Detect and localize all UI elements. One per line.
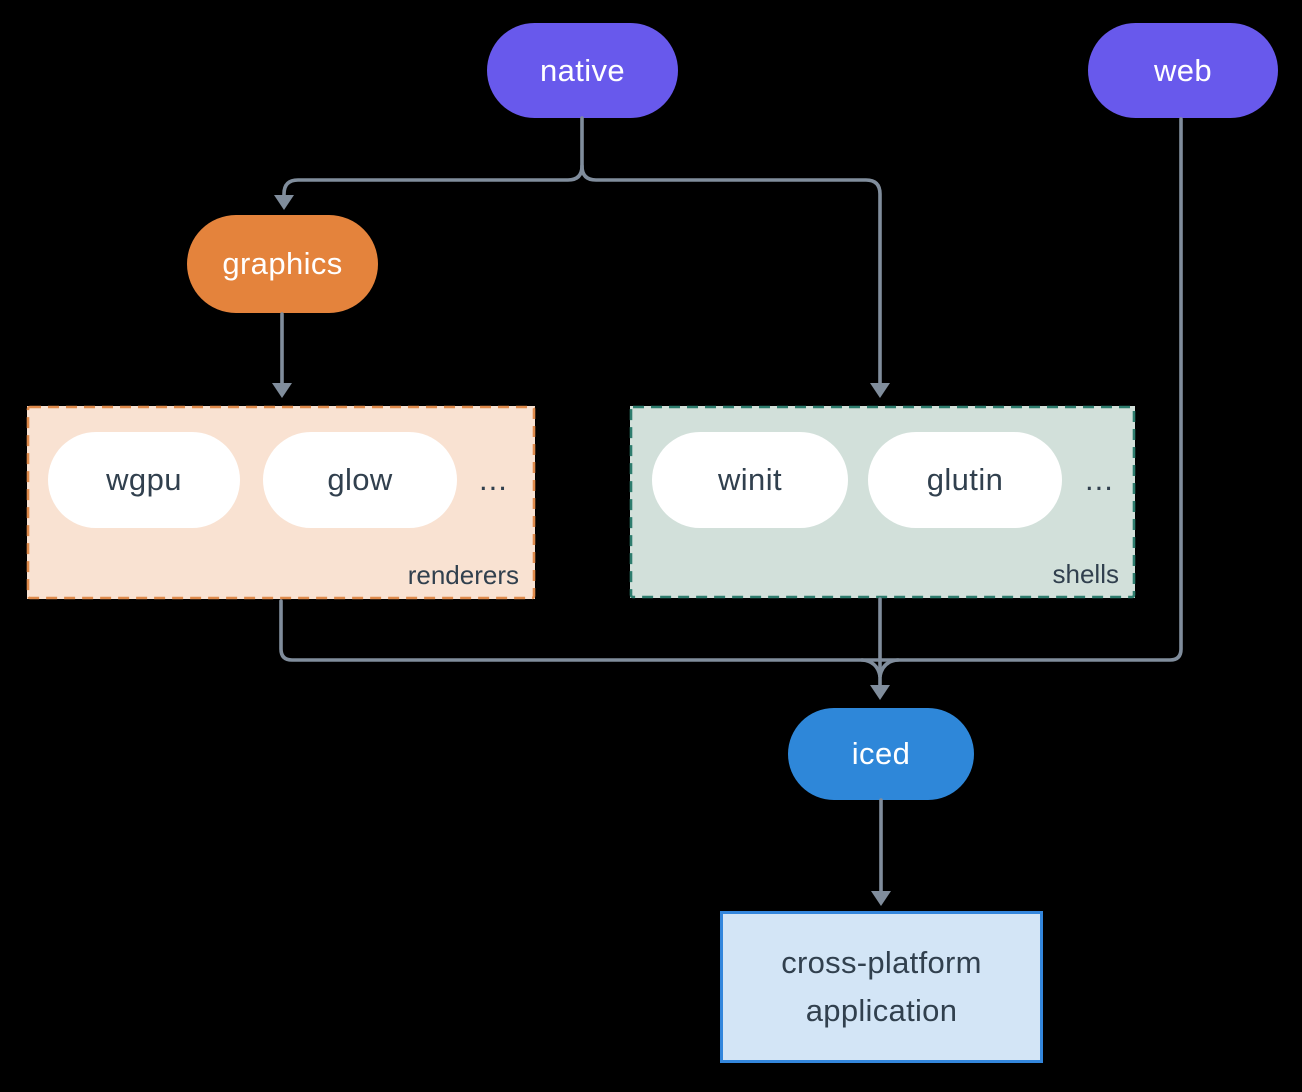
node-iced-label: iced [851, 736, 911, 771]
group-label-shells: shells [1052, 559, 1119, 589]
arrowhead-graphics [274, 195, 294, 210]
node-web: web [1088, 23, 1278, 118]
renderers-ellipsis: ... [479, 462, 508, 497]
node-glutin-label: glutin [926, 462, 1004, 497]
node-wgpu-label: wgpu [106, 462, 182, 497]
app-label-line2: application [805, 993, 958, 1028]
shells-ellipsis: ... [1085, 462, 1114, 497]
edge-merge-fillet-right [878, 658, 900, 678]
edge-native-to-graphics [282, 116, 584, 197]
arrowhead-renderers [272, 383, 292, 398]
node-glow-label: glow [327, 462, 393, 497]
node-graphics-label: graphics [222, 246, 343, 281]
node-native-label: native [539, 52, 626, 88]
node-wgpu: wgpu [48, 432, 240, 528]
node-iced: iced [788, 708, 974, 800]
group-renderers: wgpu glow ... renderers [27, 406, 535, 599]
node-native: native [487, 23, 678, 118]
arrowhead-shells [870, 383, 890, 398]
edge-merge-fillet-left [860, 658, 882, 678]
node-web-label: web [1153, 52, 1213, 88]
node-winit: winit [652, 432, 848, 528]
edge-native-to-shells [580, 164, 882, 385]
node-winit-label: winit [717, 462, 782, 497]
node-glow: glow [263, 432, 457, 528]
arrowhead-application [871, 891, 891, 906]
node-graphics: graphics [187, 215, 378, 313]
arrowhead-iced [870, 685, 890, 700]
group-label-renderers: renderers [407, 560, 519, 590]
group-shells: winit glutin ... shells [630, 406, 1135, 598]
app-label-line1: cross-platform [781, 945, 982, 980]
node-cross-platform-application: cross-platform application [720, 911, 1043, 1063]
node-glutin: glutin [868, 432, 1062, 528]
